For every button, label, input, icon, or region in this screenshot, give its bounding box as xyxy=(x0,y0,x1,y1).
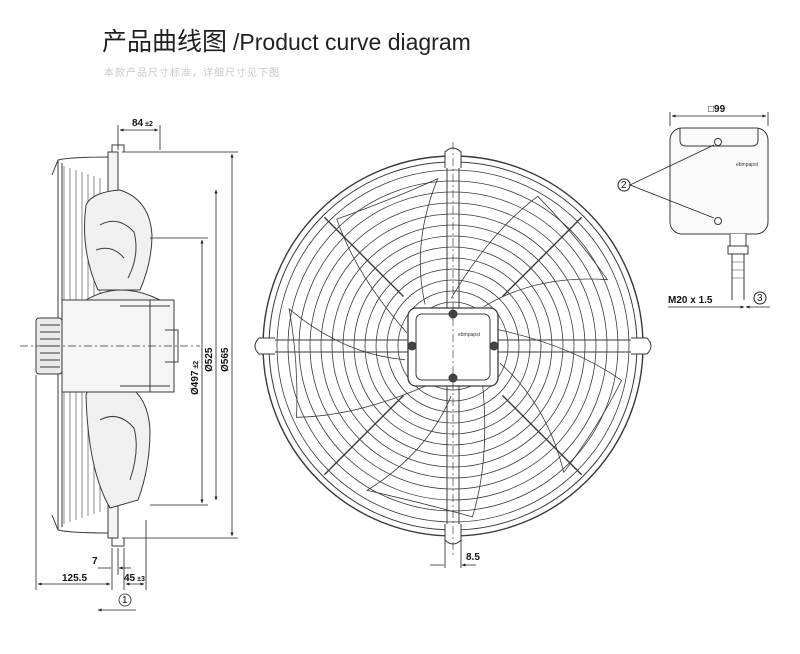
guard-ring xyxy=(375,268,531,424)
front-view-dimensions xyxy=(430,142,476,568)
dim-8-5-label: 8.5 xyxy=(466,552,480,563)
fan-blade xyxy=(288,307,427,418)
title-english: /Product curve diagram xyxy=(233,29,471,55)
dim-125-label: 125.5 xyxy=(62,573,87,584)
side-view-labels: 84±2 Ø497±2 Ø525 Ø565 7 125.5 45±3 1 xyxy=(62,118,231,606)
callout-2-label: 2 xyxy=(621,180,627,191)
strut-vertical xyxy=(446,160,460,532)
strut-diagonal xyxy=(502,216,583,297)
strut-diagonal xyxy=(323,395,404,476)
cable-gland xyxy=(727,234,749,300)
dim-565-label: Ø565 xyxy=(220,347,231,372)
terminal-box-lid xyxy=(679,128,759,147)
dim-84-label: 84±2 xyxy=(132,118,153,129)
header: 产品曲线图/Product curve diagram 本款产品尺寸标准，详细尺… xyxy=(102,22,702,82)
callout-1-label: 1 xyxy=(122,595,128,606)
guard-ring xyxy=(342,235,564,457)
fan-blades-front xyxy=(288,177,623,518)
callout-3-circle xyxy=(753,291,767,305)
terminal-box xyxy=(617,112,770,309)
strut-diagonal xyxy=(323,216,404,297)
motor-fins xyxy=(40,324,60,368)
dim-bottom-ext xyxy=(35,375,147,590)
hub-bolt-right xyxy=(489,341,499,351)
fan-blade xyxy=(498,329,623,474)
hub-brand-label: ebmpapst xyxy=(458,332,481,338)
blade-upper-inner xyxy=(95,220,137,279)
terminal-brand-label: ebmpapst xyxy=(736,162,759,168)
lid-screw-bottom xyxy=(714,217,722,225)
blade-upper xyxy=(84,189,153,291)
dim-84-extension xyxy=(117,125,161,150)
dim-45-label: 45±3 xyxy=(124,573,145,584)
fan-blade xyxy=(366,383,486,518)
strut-horizontal xyxy=(267,339,639,353)
mount-tab-right xyxy=(631,337,652,355)
page-title: 产品曲线图/Product curve diagram xyxy=(102,22,471,58)
dim-497-label: Ø497±2 xyxy=(190,361,201,395)
terminal-box-labels: □99 ebmpapst 2 M20 x 1.5 3 xyxy=(621,104,763,306)
fan-blade xyxy=(336,177,439,334)
motor-detail xyxy=(120,300,179,392)
side-view-dimensions xyxy=(35,125,238,612)
thread-label: M20 x 1.5 xyxy=(668,295,713,306)
blade-lower-inner xyxy=(99,415,137,481)
mount-tab-left xyxy=(254,337,275,355)
subtitle: 本款产品尺寸标准，详细尺寸见下图 xyxy=(104,68,280,79)
callout-2-circle xyxy=(617,178,631,192)
strut-diagonal xyxy=(502,395,583,476)
title-chinese: 产品曲线图 xyxy=(102,27,228,56)
guard-struts-front xyxy=(267,160,639,532)
guard-ring xyxy=(386,279,520,413)
terminal-top-ext xyxy=(669,112,769,126)
guard-ring xyxy=(353,246,553,446)
blade-lower xyxy=(85,381,151,509)
side-view xyxy=(20,144,200,547)
dim-525-label: Ø525 xyxy=(204,347,215,372)
dim-7-label: 7 xyxy=(92,556,98,567)
dim-vertical-ext xyxy=(122,151,238,539)
callout-2-leaders xyxy=(629,144,715,219)
lid-screw-top xyxy=(714,138,722,146)
hub-bolt-left xyxy=(407,341,417,351)
callout-3-label: 3 xyxy=(757,293,763,304)
callout-1-circle xyxy=(118,593,132,607)
terminal-top-dim-label: □99 xyxy=(708,104,726,115)
gland-thread-lines xyxy=(732,261,744,279)
fan-blade xyxy=(450,195,609,307)
